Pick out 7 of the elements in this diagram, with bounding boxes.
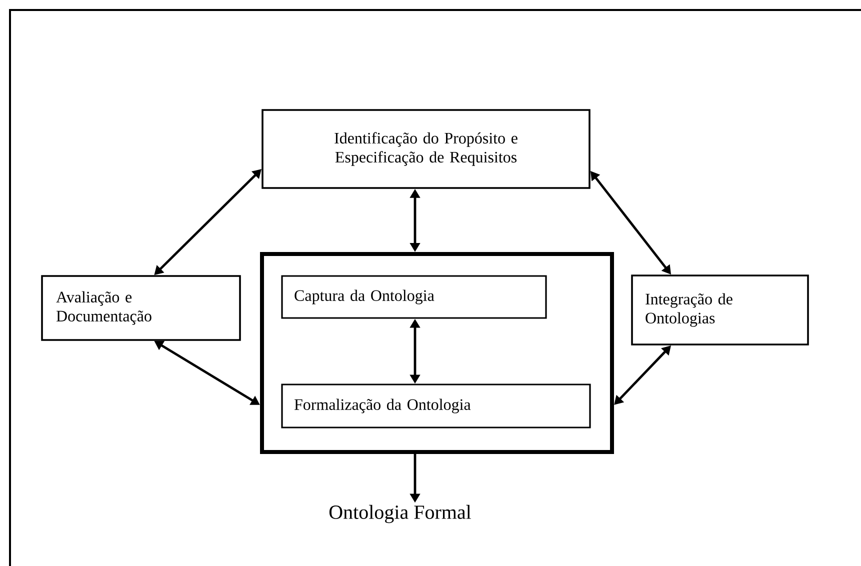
process-box: Identificação do Propósito e Especificação de Requisitos (262, 109, 590, 189)
output-label: Ontologia Formal (329, 504, 471, 524)
process-box: Integração de Ontologias (631, 274, 809, 346)
process-box: Avaliação e Documentação (41, 275, 241, 341)
process-box: Captura da Ontologia (281, 275, 547, 319)
group-box (260, 252, 614, 454)
process-box: Formalização da Ontologia (281, 384, 591, 428)
